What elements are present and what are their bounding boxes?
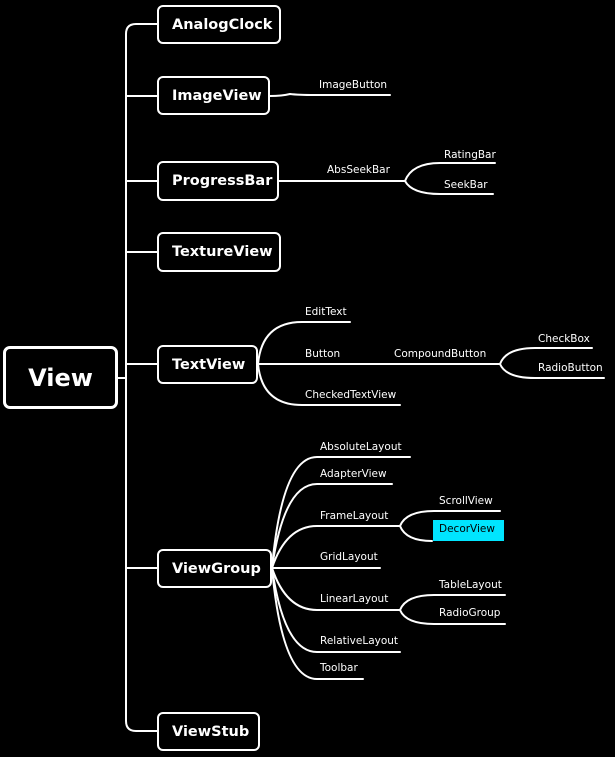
node-framelayout[interactable]: FrameLayout (320, 510, 389, 522)
node-textureview[interactable]: TextureView (157, 232, 281, 272)
node-imageview[interactable]: ImageView (157, 76, 270, 115)
node-viewgroup[interactable]: ViewGroup (157, 549, 272, 588)
branch-imagebutton (269, 92, 391, 97)
branch-ratingbar (404, 162, 496, 182)
branch-decorview (399, 525, 433, 542)
node-seekbar[interactable]: SeekBar (444, 179, 488, 191)
node-linearlayout[interactable]: LinearLayout (320, 593, 389, 605)
node-button[interactable]: Button (305, 348, 341, 360)
node-adapterview[interactable]: AdapterView (320, 468, 387, 480)
branch-radiogroup (399, 609, 506, 625)
node-label: AnalogClock (172, 16, 273, 33)
node-label: ProgressBar (172, 173, 273, 189)
children-trunk (125, 23, 158, 732)
branch-seekbar (404, 180, 494, 195)
node-toolbar[interactable]: Toolbar (320, 662, 358, 674)
node-checkbox[interactable]: CheckBox (538, 333, 590, 345)
node-tablelayout[interactable]: TableLayout (439, 579, 502, 591)
branch-adapterview (271, 483, 393, 569)
node-label: ViewStub (172, 723, 250, 740)
node-scrollview[interactable]: ScrollView (439, 495, 493, 507)
node-imagebutton[interactable]: ImageButton (319, 79, 388, 91)
node-absolutelayout[interactable]: AbsoluteLayout (320, 441, 402, 453)
node-checkedtextview[interactable]: CheckedTextView (305, 389, 397, 401)
root-node-view[interactable]: View (3, 346, 118, 409)
node-textview[interactable]: TextView (157, 345, 258, 384)
branch-checkbox (499, 347, 593, 365)
branch-framelayout (271, 525, 401, 569)
branch-tablelayout (399, 594, 506, 611)
node-radiogroup[interactable]: RadioGroup (439, 607, 501, 619)
node-relativelayout[interactable]: RelativeLayout (320, 635, 399, 647)
node-label: TextView (172, 356, 246, 373)
node-ratingbar[interactable]: RatingBar (444, 149, 496, 161)
node-label: TextureView (172, 244, 273, 260)
node-label: ViewGroup (172, 560, 261, 577)
node-decorview-highlighted[interactable]: DecorView (433, 520, 504, 541)
node-radiobutton[interactable]: RadioButton (538, 362, 603, 374)
node-label: ImageView (172, 87, 262, 104)
branch-relativelayout (271, 567, 401, 653)
node-progressbar[interactable]: ProgressBar (157, 161, 279, 201)
branch-checkedtextview (257, 363, 401, 406)
branch-edittext (257, 321, 351, 365)
branch-scrollview (399, 510, 501, 527)
branch-toolbar (271, 567, 364, 680)
branch-absolutelayout (271, 456, 411, 569)
node-absseekbar[interactable]: AbsSeekBar (327, 164, 390, 176)
branch-linearlayout (271, 567, 401, 611)
node-compoundbutton[interactable]: CompoundButton (394, 348, 487, 360)
node-analogclock[interactable]: AnalogClock (157, 5, 281, 44)
branch-radiobutton (499, 363, 605, 379)
root-node-label: View (28, 363, 93, 392)
node-edittext[interactable]: EditText (305, 306, 347, 318)
node-viewstub[interactable]: ViewStub (157, 712, 260, 751)
node-gridlayout[interactable]: GridLayout (320, 551, 378, 563)
